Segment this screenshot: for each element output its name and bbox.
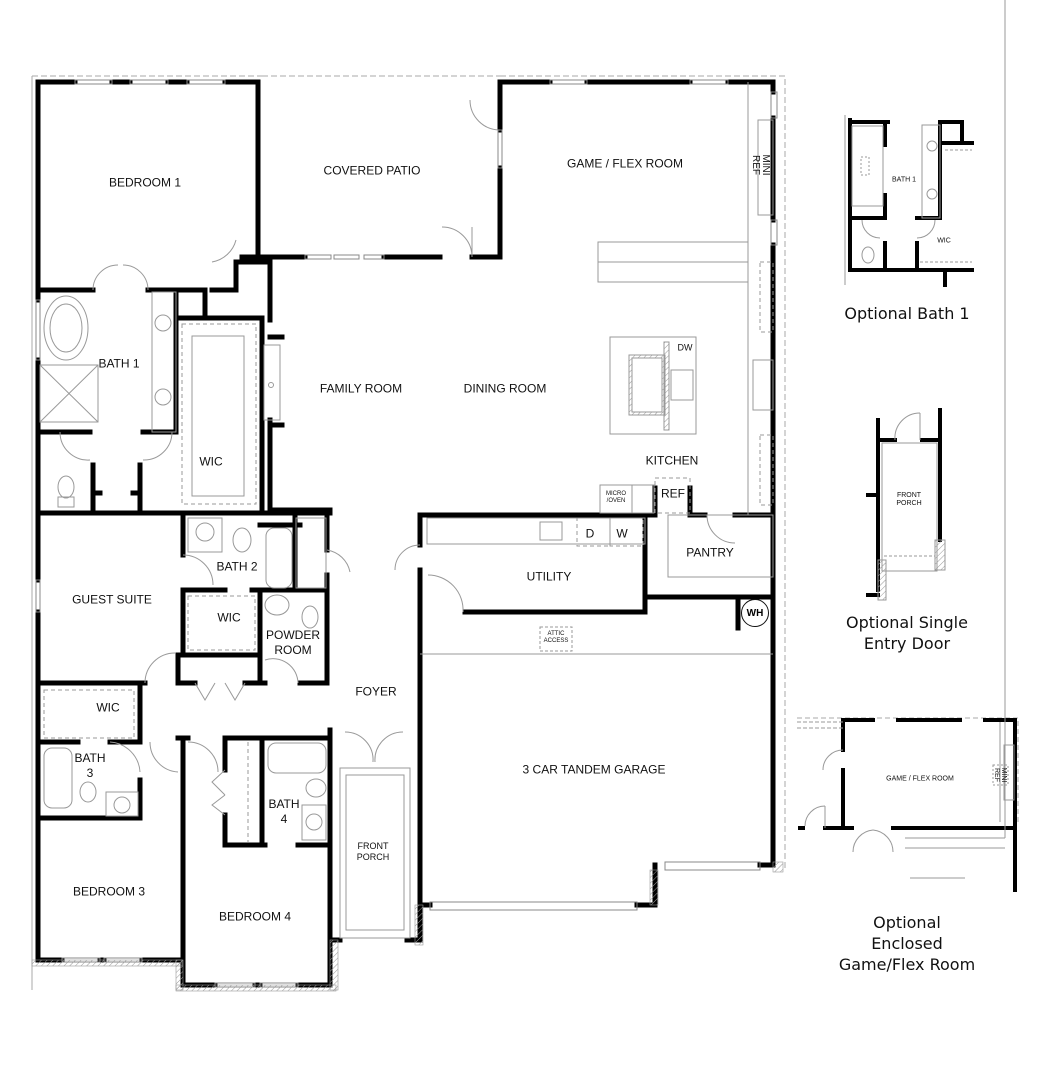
option-single-entry-drawing <box>866 408 946 601</box>
option-enclosed-label-mini-ref: MINI REF <box>993 767 1007 783</box>
room-label-game-flex-room: GAME / FLEX ROOM <box>566 156 684 171</box>
room-label-bedroom-4: BEDROOM 4 <box>218 909 292 924</box>
option-entry-label-front-porch: FRONT PORCH <box>896 492 922 507</box>
appliance-label-dishwasher: DW <box>677 342 693 353</box>
caption-optional-enclosed-game-flex-room: Optional Enclosed Game/Flex Room <box>838 913 976 974</box>
room-label-foyer: FOYER <box>355 684 397 699</box>
appliance-label-dryer: D <box>585 526 595 541</box>
appliance-label-washer: W <box>616 526 628 541</box>
room-label-bath-3: BATH 3 <box>74 751 106 780</box>
room-label-powder-room: POWDER ROOM <box>266 628 320 657</box>
room-label-wic-bedroom-3: WIC <box>96 700 120 715</box>
caption-optional-single-entry-door: Optional Single Entry Door <box>846 613 968 653</box>
room-label-bath-2: BATH 2 <box>216 559 258 574</box>
room-label-utility: UTILITY <box>526 569 572 584</box>
option-enclosed-game-drawing <box>797 0 1019 892</box>
room-label-wic-guest: WIC <box>217 610 241 625</box>
room-label-kitchen: KITCHEN <box>645 453 699 468</box>
water-heater-icon: WH <box>741 599 769 627</box>
label-attic-access: ATTIC ACCESS <box>543 631 569 644</box>
room-label-pantry: PANTRY <box>686 545 734 560</box>
room-label-bedroom-1: BEDROOM 1 <box>108 175 182 190</box>
room-label-family-room: FAMILY ROOM <box>319 381 403 396</box>
room-label-covered-patio: COVERED PATIO <box>323 163 421 178</box>
room-label-dining-room: DINING ROOM <box>463 381 547 396</box>
option-enclosed-label-game-flex: GAME / FLEX ROOM <box>886 775 954 783</box>
room-label-garage: 3 CAR TANDEM GARAGE <box>522 762 666 777</box>
room-label-bath-4: BATH 4 <box>268 797 300 826</box>
option-bath1-label-wic: WIC <box>937 237 951 245</box>
option-bath1-label-bath: BATH 1 <box>892 176 916 184</box>
room-label-wic-master: WIC <box>199 454 223 469</box>
option-bath1-drawing <box>844 115 974 287</box>
appliance-label-mini-ref: MINI REF <box>750 154 771 176</box>
caption-optional-bath-1: Optional Bath 1 <box>844 304 970 323</box>
appliance-label-refrigerator: REF <box>661 486 685 501</box>
room-label-front-porch: FRONT PORCH <box>356 841 390 862</box>
room-label-guest-suite: GUEST SUITE <box>72 592 152 607</box>
room-label-bath-1: BATH 1 <box>98 356 140 371</box>
main-floor-plan <box>31 75 786 992</box>
room-label-bedroom-3: BEDROOM 3 <box>72 884 146 899</box>
appliance-label-micro-oven: MICRO /OVEN <box>606 491 626 504</box>
